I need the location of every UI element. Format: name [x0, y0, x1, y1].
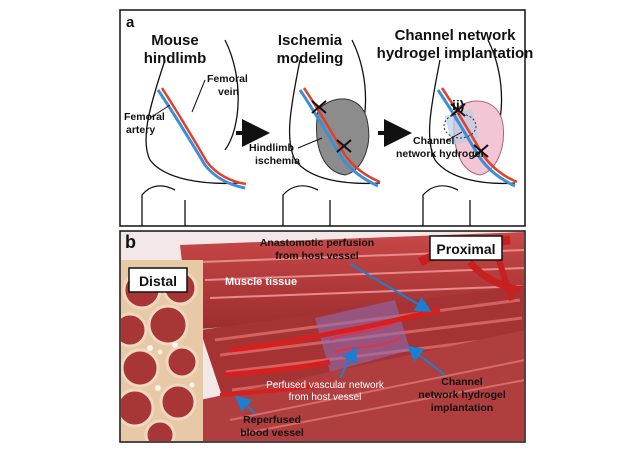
implant-arrow	[406, 345, 446, 376]
femoral-vein-label-l1: Femoral	[207, 73, 248, 85]
anastomotic-label-l2: from host vessel	[275, 250, 359, 262]
distal-box	[128, 267, 188, 293]
panel-b-label: b	[125, 232, 136, 252]
reperfused-label-l1: Reperfused	[243, 414, 301, 426]
reperfused-vessel-3	[219, 383, 321, 397]
hydrogel-pointer	[445, 131, 463, 142]
implant-label-l2: network hydrogel	[418, 389, 506, 401]
hindlimb-drawing-3	[422, 39, 518, 226]
femoral-artery-label-l2: artery	[126, 124, 155, 136]
muscle-illustration	[121, 232, 524, 441]
reperfused-arrow	[235, 395, 256, 414]
panel-a: a Mouse hindlimb Femoral vein Femoral ar…	[119, 9, 534, 227]
reperfused-vessel-2	[224, 359, 331, 378]
perfused-label-l2: from host vessel	[289, 392, 362, 403]
reperfused-vessel-1	[229, 307, 441, 353]
ligation-mark-2	[336, 139, 352, 153]
anastomotic-label-l1: Anastomotic perfusion	[260, 237, 374, 249]
hydrogel-label-l2: network hydrogel	[396, 148, 484, 160]
step2-title-l1: Ischemia	[278, 32, 343, 49]
inset-marker: ii)	[452, 97, 464, 113]
ischemia-pointer	[297, 137, 323, 149]
ischemia-label-l2: ischemia	[255, 155, 300, 167]
reperfused-label-l2: blood vessel	[240, 427, 304, 439]
ischemia-label-l1: Hindlimb	[249, 142, 294, 154]
perfused-label-l1: Perfused vascular network	[266, 380, 385, 391]
panel-b: b Distal Proximal Anastomotic perfusion …	[119, 230, 526, 443]
ischemia-region	[316, 98, 370, 176]
ligation-mark-4	[473, 144, 489, 158]
muscle-tissue-label: Muscle tissue	[225, 276, 297, 288]
panel-a-label: a	[126, 14, 135, 31]
step2-title-l2: modeling	[277, 50, 344, 67]
distal-label: Distal	[139, 273, 177, 289]
femoral-artery-line	[160, 87, 247, 186]
femoral-vein-label-l2: vein	[218, 86, 239, 98]
step1-title-l1: Mouse	[151, 32, 199, 49]
implant-label-l3: implantation	[431, 402, 493, 414]
femoral-artery-label-l1: Femoral	[124, 111, 165, 123]
anastomotic-arrow	[349, 263, 432, 313]
ligation-mark-1	[311, 100, 327, 114]
implant-label-l1: Channel	[441, 376, 483, 388]
proximal-box	[429, 235, 503, 261]
step3-title-l1: Channel network	[395, 27, 517, 44]
perfused-arrow	[339, 346, 357, 379]
perfused-network	[329, 321, 401, 353]
hindlimb-drawing-1	[141, 39, 247, 226]
step3-title-l2: hydrogel implantation	[377, 45, 534, 62]
femoral-artery-pointer	[149, 104, 171, 119]
hydrogel-block	[315, 300, 410, 372]
femoral-vein-pointer	[191, 79, 206, 113]
hindlimb-drawing-2	[282, 39, 381, 226]
femoral-vein-line	[156, 89, 246, 190]
hydrogel-label-l1: Channel	[413, 135, 455, 147]
proximal-label: Proximal	[436, 241, 495, 257]
step1-title-l2: hindlimb	[144, 50, 207, 67]
inset-circle	[443, 113, 477, 139]
